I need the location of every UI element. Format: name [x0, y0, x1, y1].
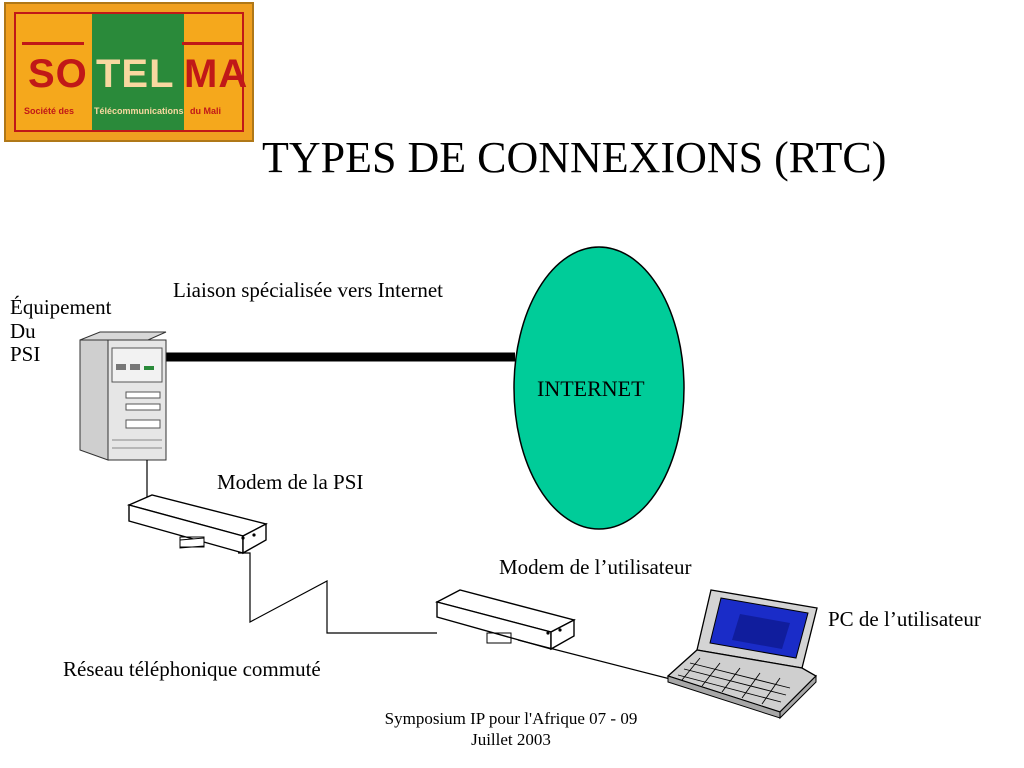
logo-frame: SO TEL MA Société des Télécommunications…: [14, 12, 247, 132]
footer-line2: Juillet 2003: [471, 730, 551, 750]
isp-equipment-label-line1: Équipement: [10, 295, 112, 319]
isp-equipment-label-line3: PSI: [10, 342, 41, 367]
logo-bar: [22, 42, 84, 45]
user-pc-label: PC de l’utilisateur: [828, 607, 981, 631]
user-modem-label: Modem de l’utilisateur: [499, 555, 692, 579]
leased-line-label: Liaison spécialisée vers Internet: [173, 278, 443, 302]
footer-line1: Symposium IP pour l'Afrique 07 - 09: [384, 709, 638, 728]
logo-bar: [182, 42, 244, 45]
pstn-line: [238, 552, 437, 634]
logo-green-band: [92, 14, 184, 130]
logo-word-tel: TEL: [96, 52, 175, 96]
modem-pc-cable: [517, 639, 683, 683]
isp-equipment-label: Équipement Du PSI: [10, 295, 112, 367]
user-modem-icon: [435, 589, 576, 651]
logo-sub-mali: du Mali: [190, 106, 221, 116]
logo-word-ma: MA: [184, 52, 249, 96]
sotelma-logo: SO TEL MA Société des Télécommunications…: [4, 2, 254, 142]
internet-cloud: [513, 246, 685, 530]
pstn-label: Réseau téléphonique commuté: [63, 657, 321, 681]
logo-word-so: SO: [28, 52, 88, 96]
isp-modem-label: Modem de la PSI: [217, 470, 364, 494]
laptop-icon: [666, 589, 818, 720]
isp-modem-icon: [126, 494, 268, 555]
footer: Symposium IP pour l'Afrique 07 - 09 Juil…: [340, 708, 682, 751]
logo-sub-telecom: Télécommunications: [94, 106, 184, 116]
internet-label: INTERNET: [537, 376, 645, 401]
logo-sub-societe: Société des: [24, 106, 75, 116]
page-title: TYPES DE CONNEXIONS (RTC): [262, 133, 887, 182]
isp-server-icon: [79, 331, 167, 461]
isp-equipment-label-line2: Du: [10, 318, 36, 343]
